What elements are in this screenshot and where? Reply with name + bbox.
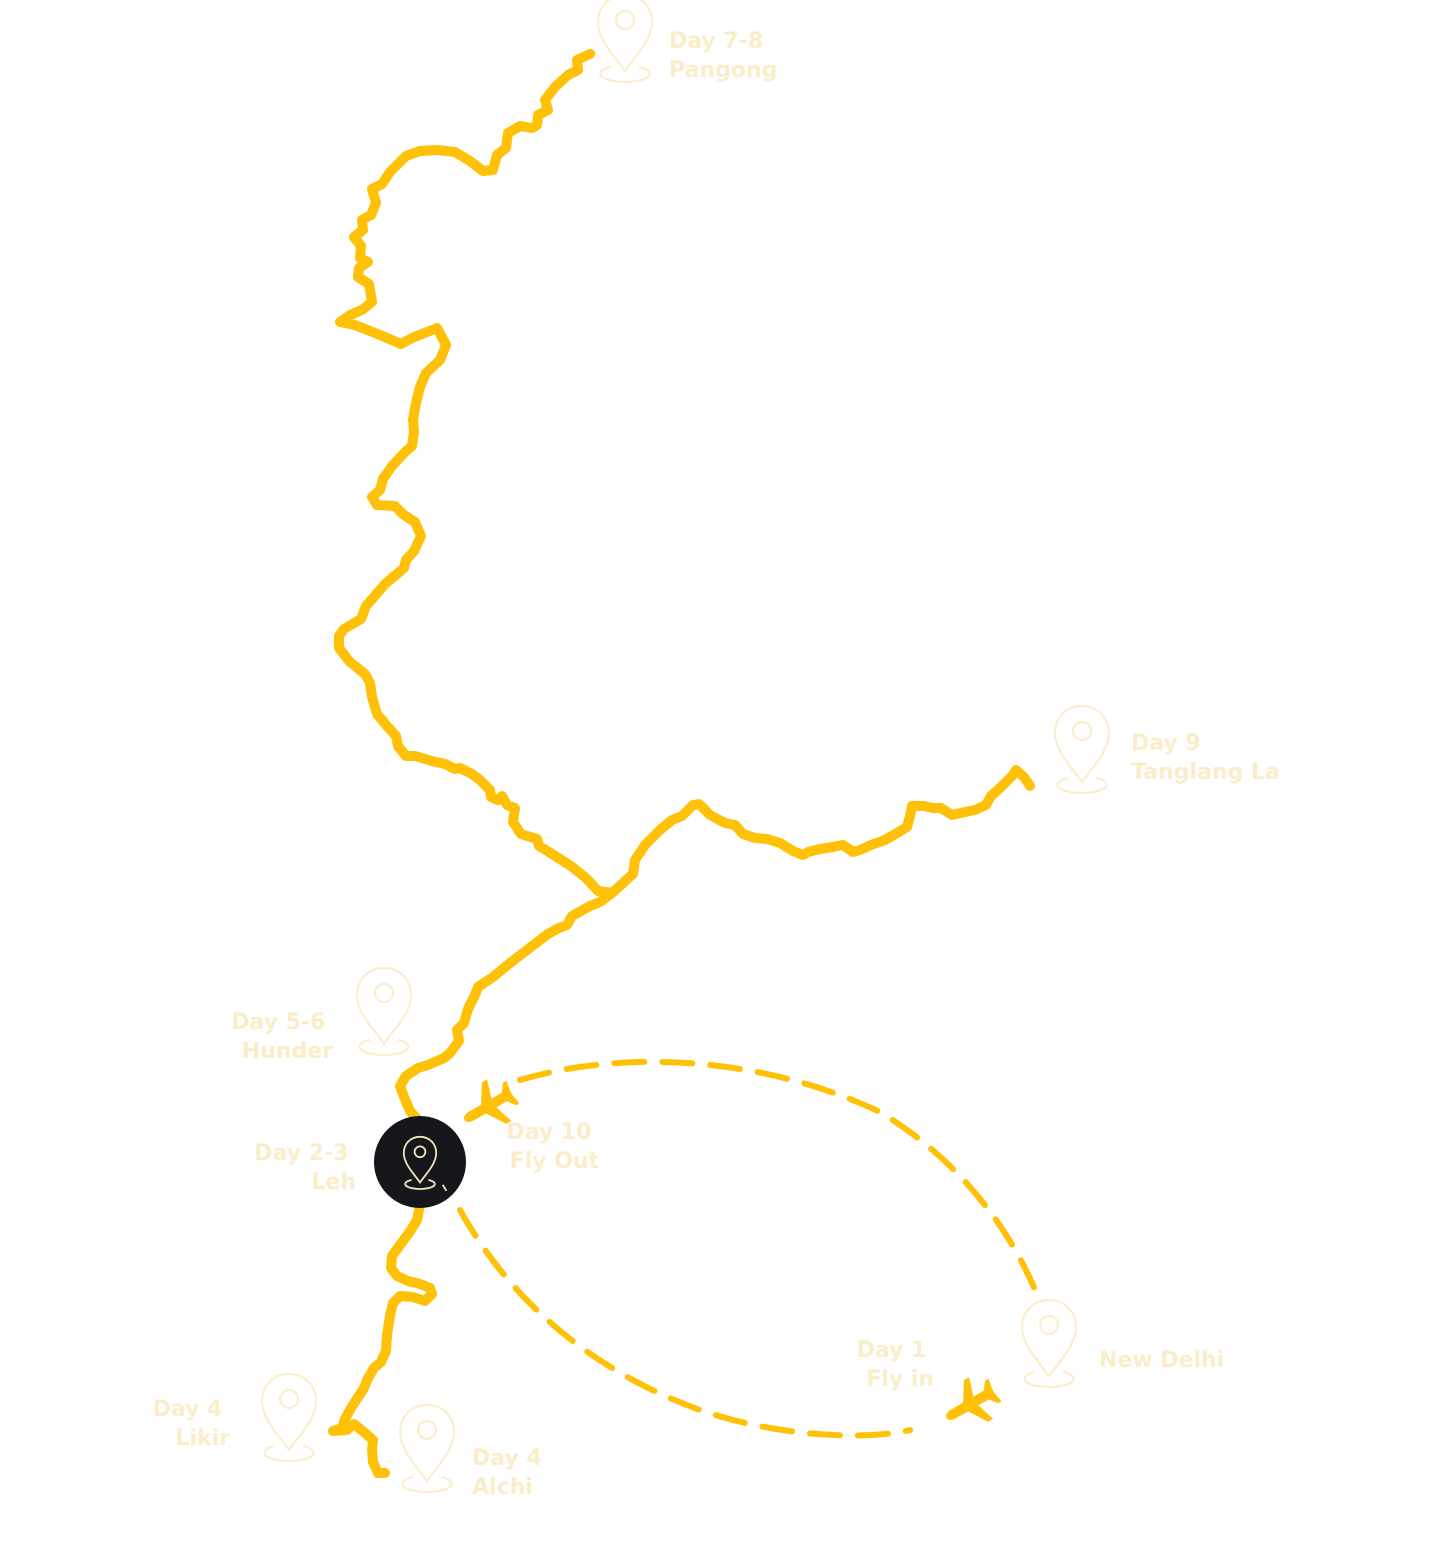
map-pin-icon xyxy=(261,1373,317,1462)
stop-day-leh: Day 2-3 xyxy=(254,1141,348,1166)
svg-text:Day 5-6 Hunder: Day 5-6 Hunder xyxy=(231,1010,333,1064)
map-pin-icon xyxy=(1021,1299,1077,1388)
stop-place-pangong: Pangong xyxy=(669,58,777,83)
route-branch-south xyxy=(328,1200,437,1478)
stop-place-tanglang: Tanglang La xyxy=(1131,760,1280,785)
stop-day-hunder: Day 5-6 xyxy=(231,1010,325,1035)
stop-place-hunder: Hunder xyxy=(242,1039,333,1064)
current-location-icon xyxy=(402,1135,448,1192)
svg-text:Day 10 Fly Out: Day 10 Fly Out xyxy=(506,1120,599,1174)
route-branch-tanglang xyxy=(607,765,1035,898)
stop-day-flyout: Day 10 xyxy=(506,1120,591,1145)
stop-place-alchi: Alchi xyxy=(472,1475,533,1500)
svg-text:Day 2-3 Leh: Day 2-3 Leh xyxy=(254,1141,356,1195)
stop-place-newdelhi: New Delhi xyxy=(1099,1348,1224,1373)
current-location-marker[interactable] xyxy=(374,1116,466,1208)
svg-text:Day 9 Tanglang La: Day 9 Tanglang La xyxy=(1131,731,1280,785)
stop-day-flyin: Day 1 xyxy=(857,1338,927,1363)
flight-path-in xyxy=(457,1207,913,1439)
svg-text:New Delhi: New Delhi xyxy=(1099,1348,1224,1373)
stop-day-pangong: Day 7-8 xyxy=(669,29,763,54)
route-main xyxy=(334,49,617,1125)
flight-path-out xyxy=(517,1058,1038,1293)
stop-place-likir: Likir xyxy=(175,1426,230,1451)
svg-text:Day 4 Likir: Day 4 Likir xyxy=(153,1397,231,1451)
map-pin-icon xyxy=(399,1404,455,1493)
stop-day-tanglang: Day 9 xyxy=(1131,731,1201,756)
svg-text:Day 7-8 Pangong: Day 7-8 Pangong xyxy=(669,29,777,83)
airplane-icon xyxy=(934,1369,1007,1439)
svg-text:Day 1 Fly in: Day 1 Fly in xyxy=(857,1338,934,1392)
map-pin-icon xyxy=(1054,705,1110,794)
map-pin-icon xyxy=(597,0,653,83)
stop-place-flyin: Fly in xyxy=(866,1367,934,1392)
stop-place-flyout: Fly Out xyxy=(510,1149,600,1174)
stop-day-alchi: Day 4 xyxy=(472,1446,542,1471)
map-pin-icon xyxy=(356,967,412,1056)
svg-text:Day 4 Alchi: Day 4 Alchi xyxy=(472,1446,549,1500)
stop-place-leh: Leh xyxy=(311,1170,356,1195)
stop-day-likir: Day 4 xyxy=(153,1397,223,1422)
